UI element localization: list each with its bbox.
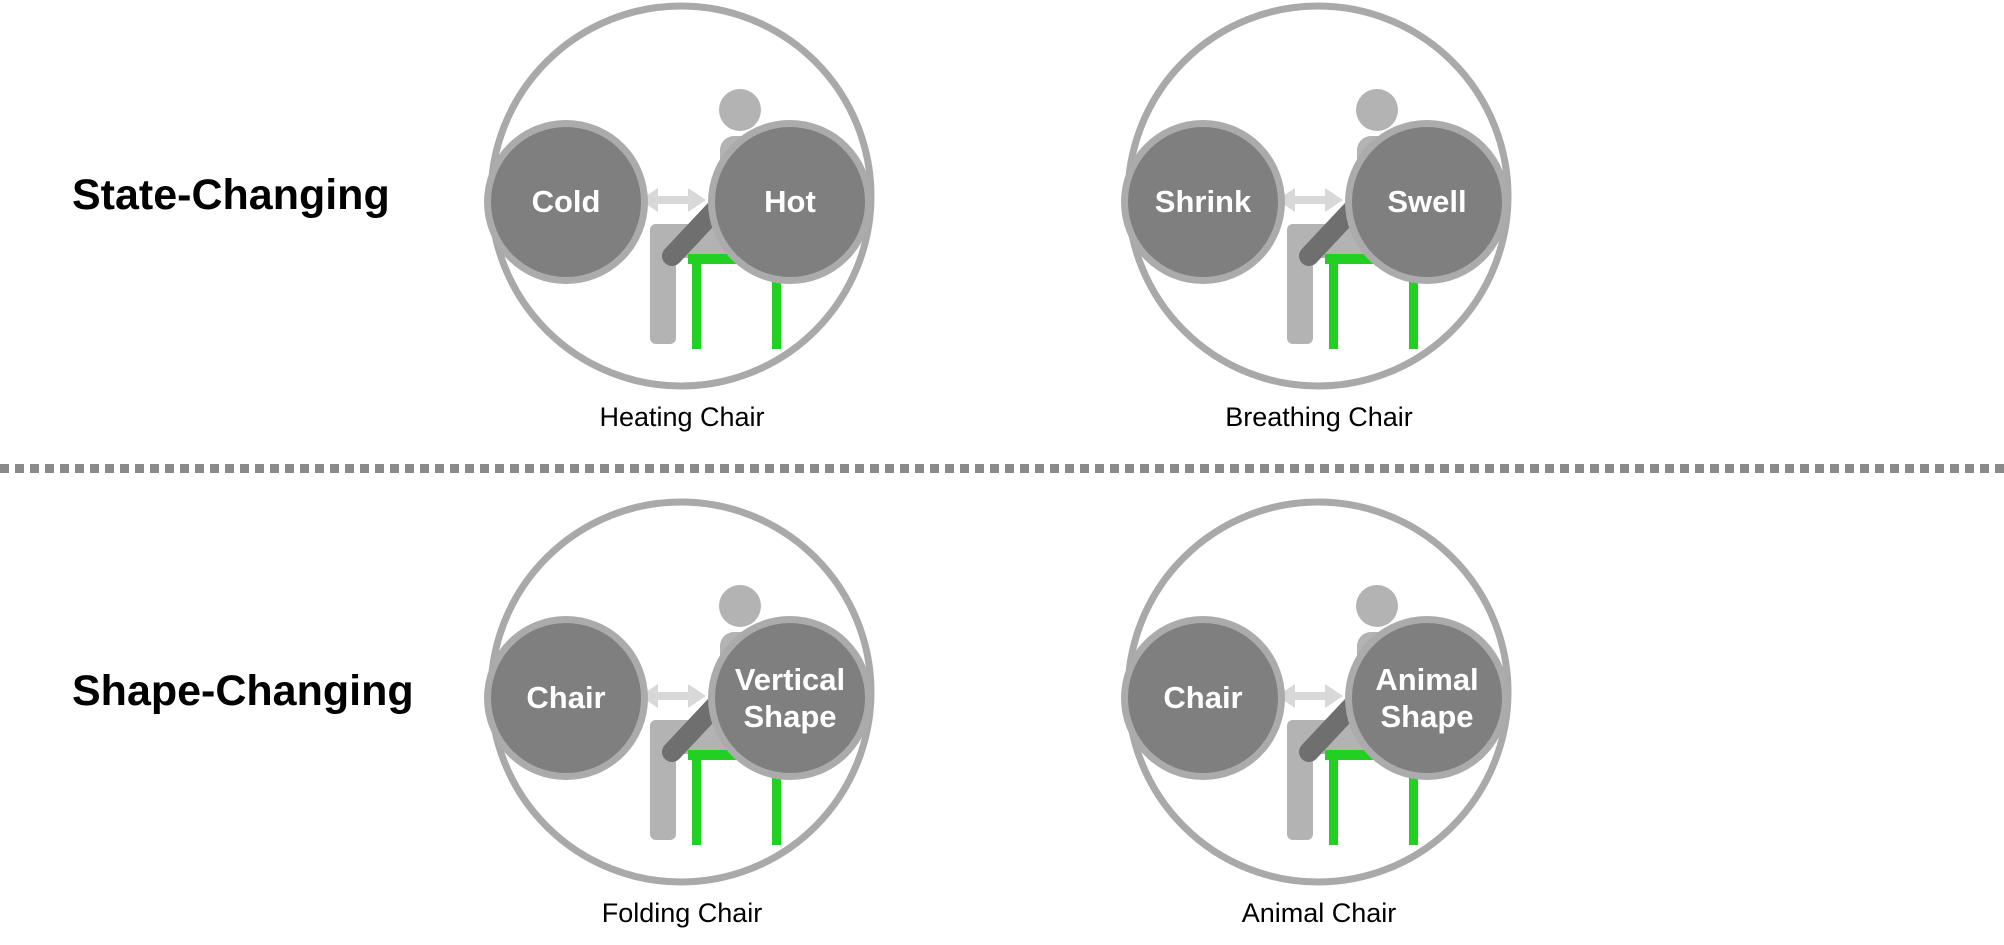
- panel-animal-chair: Chair Animal Shape Animal Chair: [1121, 498, 1517, 927]
- state-bubble-left: Chair: [1121, 616, 1285, 780]
- state-bubble-right: Hot: [708, 120, 872, 284]
- double-arrow-icon: [640, 188, 706, 212]
- row-label-shape-changing: Shape-Changing: [72, 667, 414, 715]
- state-bubble-right: Animal Shape: [1345, 616, 1509, 780]
- state-bubble-right: Vertical Shape: [708, 616, 872, 780]
- chair-scene-illustration: [1124, 2, 1512, 390]
- state-bubble-left: Shrink: [1121, 120, 1285, 284]
- panel-caption: Breathing Chair: [1225, 402, 1413, 432]
- state-bubble-left: Chair: [484, 616, 648, 780]
- state-bubble-left: Cold: [484, 120, 648, 284]
- panel-breathing-chair: Shrink Swell Breathing Chair: [1121, 2, 1517, 431]
- double-arrow-icon: [640, 684, 706, 708]
- dotted-divider: [0, 464, 2004, 473]
- double-arrow-icon: [1277, 188, 1343, 212]
- panel-caption: Heating Chair: [599, 402, 765, 432]
- panel-heating-chair: Cold Hot Heating Chair: [484, 2, 880, 431]
- state-bubble-right: Swell: [1345, 120, 1509, 284]
- double-arrow-icon: [1277, 684, 1343, 708]
- row-label-state-changing: State-Changing: [72, 171, 390, 219]
- panel-caption: Folding Chair: [601, 898, 763, 928]
- panel-folding-chair: Chair Vertical Shape Folding Chair: [484, 498, 880, 927]
- panel-caption: Animal Chair: [1241, 898, 1397, 928]
